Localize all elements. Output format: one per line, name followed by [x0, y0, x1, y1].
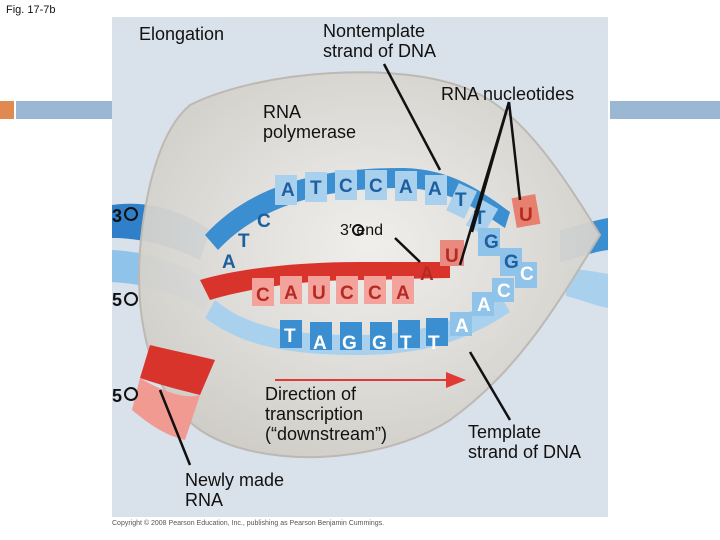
incoming-base: A — [455, 316, 469, 337]
rna-base: A — [284, 283, 298, 304]
nontemplate-base-letters: A T C C A A T T C T A — [222, 176, 486, 273]
leader-lines — [158, 63, 522, 466]
figure-label: Fig. 17-7b — [6, 4, 56, 16]
nontemplate-base: T — [310, 178, 322, 199]
end-5-mid-label: 5 — [112, 290, 123, 310]
end-3-mid-marker — [352, 224, 364, 236]
template-base: G — [342, 333, 357, 354]
incoming-base: C — [497, 281, 511, 302]
nontemplate-base: T — [455, 190, 467, 211]
incoming-base: G — [484, 232, 499, 253]
nontemplate-base: A — [281, 180, 295, 201]
template-base: T — [428, 333, 440, 354]
direction-of-transcription-label: Direction of transcription (“downstream”… — [265, 384, 387, 444]
direction-label-line: (“downstream”) — [265, 424, 388, 444]
nontemplate-base: C — [257, 211, 271, 232]
incoming-base: G — [504, 252, 519, 273]
end-5-mid-marker — [124, 292, 138, 306]
rna-base: A — [396, 283, 410, 304]
template-base-blocks — [280, 318, 448, 350]
three-prime-end-label: 3′ end — [340, 222, 384, 239]
nontemplate-base: A — [428, 179, 442, 200]
left-blue-bar — [16, 101, 112, 119]
newly-made-label-line: RNA — [185, 490, 224, 510]
rna-base: C — [256, 285, 270, 306]
left-orange-bar — [0, 101, 14, 119]
template-base: G — [372, 333, 387, 354]
template-label-line: Template — [468, 422, 542, 442]
rna-exit-strand — [140, 345, 215, 395]
template-base: T — [400, 333, 412, 354]
template-label-line: strand of DNA — [468, 442, 582, 462]
nontemplate-label-line: strand of DNA — [323, 41, 437, 61]
nontemplate-base: A — [222, 252, 236, 273]
incoming-nucleotides — [440, 194, 541, 336]
incoming-base: U — [519, 205, 533, 226]
rna-polymerase-label: RNA polymerase — [263, 102, 356, 142]
rna-base: C — [368, 283, 382, 304]
incoming-base: A — [477, 295, 491, 316]
dna-right-strand-b — [565, 268, 608, 308]
newly-made-rna-label: Newly made RNA — [185, 470, 284, 510]
nontemplate-base: C — [369, 176, 383, 197]
template-base: T — [284, 326, 296, 347]
direction-label-line: transcription — [265, 404, 364, 424]
end-5-low-marker — [124, 387, 138, 401]
newly-made-label-line: Newly made — [185, 470, 285, 490]
nontemplate-base: C — [339, 176, 353, 197]
incoming-base: U — [445, 246, 459, 267]
right-blue-bar — [610, 101, 720, 119]
rna-polymerase-label-line: polymerase — [263, 122, 357, 142]
rna-base: C — [340, 283, 354, 304]
rna-base: U — [312, 283, 326, 304]
end-5-low-label: 5 — [112, 386, 123, 406]
rna-base-blocks — [252, 276, 414, 306]
rna-exit-tail — [132, 378, 200, 440]
rna-polymerase-label-line: RNA — [263, 102, 302, 122]
end-3-left-marker — [124, 207, 138, 221]
end-3-left-label: 3 — [112, 206, 123, 226]
incoming-base: A — [420, 264, 434, 285]
template-base-letters: T A G G T T — [284, 326, 440, 354]
template-base: A — [313, 333, 327, 354]
template-strand-label: Template strand of DNA — [468, 422, 581, 462]
nontemplate-strand-label: Nontemplate strand of DNA — [323, 21, 436, 61]
rna-nucleotides-label: RNA nucleotides — [441, 84, 575, 104]
rna-base-letters: C A U C C A — [256, 283, 410, 306]
incoming-base-letters: U U A G G C C A A — [420, 205, 534, 337]
direction-label-line: Direction of — [265, 384, 357, 404]
nontemplate-base: A — [399, 177, 413, 198]
nontemplate-label-line: Nontemplate — [323, 21, 426, 41]
elongation-label: Elongation — [139, 24, 225, 44]
incoming-base: C — [520, 264, 534, 285]
copyright-notice: Copyright © 2008 Pearson Education, Inc.… — [112, 520, 385, 527]
nontemplate-base: T — [238, 231, 250, 252]
